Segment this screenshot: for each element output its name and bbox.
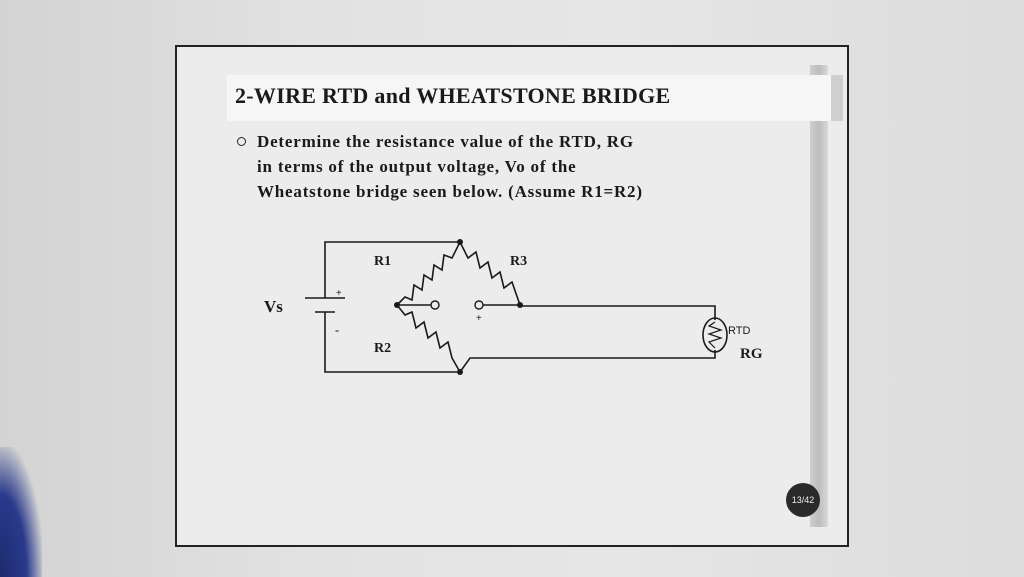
page-number-badge[interactable]: 13/42: [786, 483, 820, 517]
resistor-r2-symbol: [396, 304, 461, 373]
rtd-label: RG: [740, 346, 763, 362]
bullet-line-3: Wheatstone bridge seen below. (Assume R1…: [257, 182, 643, 201]
r2-label: R2: [374, 341, 391, 356]
projected-slide: 2-WIRE RTD and WHEATSTONE BRIDGE Determi…: [175, 45, 849, 547]
wire-top: [324, 241, 460, 298]
node-left: [394, 302, 400, 308]
bullet-text: Determine the resistance value of the RT…: [257, 129, 797, 204]
bullet-line-1: Determine the resistance value of the RT…: [257, 132, 634, 151]
bullet-line-2: in terms of the output voltage, Vo of th…: [257, 157, 577, 176]
resistor-r1-symbol: [396, 241, 461, 306]
node-right: [517, 302, 523, 308]
source-label: Vs: [264, 297, 283, 316]
rtd-element-icon: [702, 317, 728, 353]
r3-label: R3: [510, 254, 527, 269]
title-banner: [227, 75, 843, 121]
slide-side-bar: [810, 65, 828, 527]
rtd-zigzag: [707, 321, 723, 349]
rtd-tag: RTD: [728, 325, 750, 337]
output-terminal-minus: [430, 300, 440, 310]
wire-to-rtd-top: [520, 305, 716, 320]
output-plus-label: +: [476, 313, 482, 324]
battery-plus: +: [336, 288, 342, 299]
wire-to-rtd-bottom: [459, 350, 716, 373]
node-top: [457, 239, 463, 245]
battery-minus: -: [335, 323, 339, 337]
node-bottom: [457, 369, 463, 375]
output-terminal-plus: [474, 300, 484, 310]
r1-label: R1: [374, 254, 391, 269]
resistor-r3-symbol: [459, 241, 521, 306]
wire-bottom: [324, 326, 460, 373]
slide-title: 2-WIRE RTD and WHEATSTONE BRIDGE: [235, 83, 671, 108]
bullet-icon: [237, 137, 246, 146]
finger-shadow: [0, 447, 42, 577]
